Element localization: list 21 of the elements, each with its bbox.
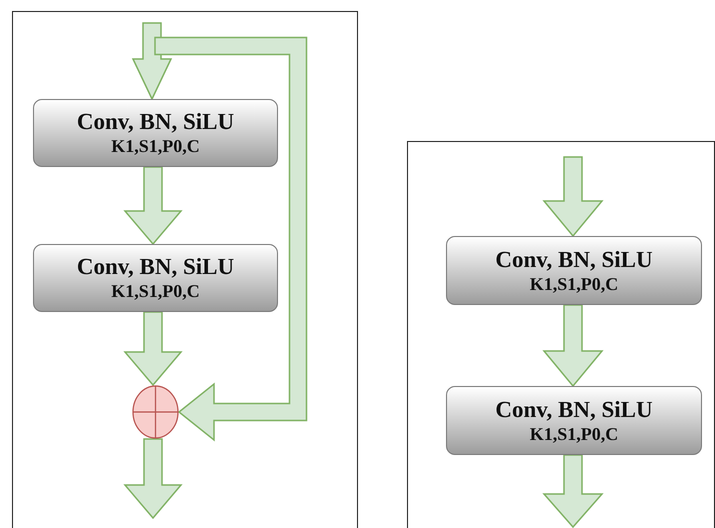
- box-heading: Conv, BN, SiLU: [495, 396, 653, 422]
- panel-frame: [407, 141, 715, 528]
- block-arrow: [123, 438, 183, 520]
- block-arrow: [542, 156, 604, 238]
- process-box: [446, 386, 702, 455]
- block-arrow: [542, 454, 604, 528]
- process-box: [33, 244, 278, 312]
- block-arrow: [154, 36, 308, 442]
- box-parameters: K1,S1,P0,C: [530, 272, 618, 294]
- process-box: [446, 236, 702, 305]
- process-box: [33, 99, 278, 167]
- box-parameters: K1,S1,P0,C: [111, 135, 200, 157]
- box-heading: Conv, BN, SiLU: [495, 246, 653, 272]
- block-arrow: [132, 22, 172, 101]
- block-arrow: [123, 311, 183, 386]
- block-arrow: [123, 166, 183, 246]
- box-parameters: K1,S1,P0,C: [530, 422, 618, 444]
- box-heading: Conv, BN, SiLU: [76, 109, 234, 135]
- box-parameters: K1,S1,P0,C: [111, 280, 200, 302]
- block-arrow: [542, 304, 604, 388]
- box-heading: Conv, BN, SiLU: [76, 254, 234, 280]
